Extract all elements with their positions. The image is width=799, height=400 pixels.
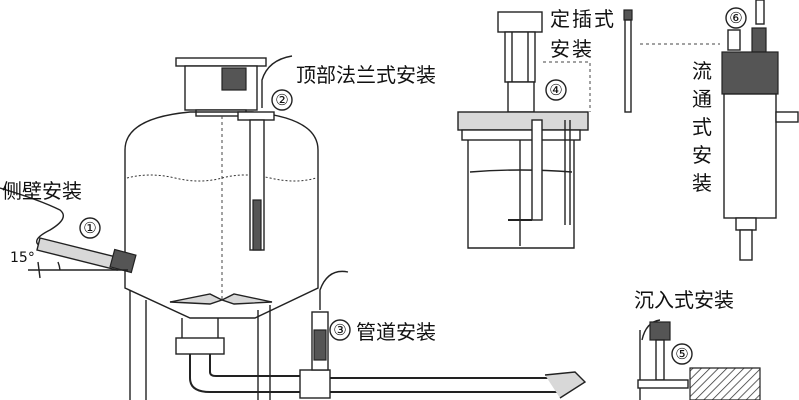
svg-text:定: 定	[550, 7, 570, 31]
top-flange-probe	[237, 55, 293, 251]
svg-text:插: 插	[572, 7, 592, 31]
svg-text:流: 流	[692, 59, 712, 83]
label-pipeline: 管道安装	[356, 320, 436, 344]
svg-text:装: 装	[692, 171, 712, 195]
svg-text:④: ④	[549, 81, 562, 99]
svg-text:式: 式	[692, 115, 712, 139]
marker-3: ③	[329, 319, 351, 341]
label-flow-through: 流 通 式 安 装	[692, 59, 712, 195]
svg-text:式: 式	[594, 7, 614, 31]
svg-text:⑥: ⑥	[729, 9, 742, 27]
svg-text:③: ③	[333, 321, 346, 339]
label-angle: 15°	[10, 250, 35, 266]
label-top-flange: 顶部法兰式安装	[296, 63, 436, 87]
label-side-wall: 侧壁安装	[2, 179, 82, 203]
marker-5: ⑤	[671, 343, 693, 365]
svg-text:通: 通	[692, 87, 712, 111]
svg-text:②: ②	[275, 91, 288, 109]
marker-6: ⑥	[725, 7, 747, 29]
label-immersion: 沉入式安装	[634, 288, 734, 312]
svg-text:①: ①	[83, 219, 96, 237]
marker-4: ④	[545, 79, 567, 101]
pipeline-probe	[311, 270, 349, 371]
svg-text:⑤: ⑤	[675, 345, 688, 363]
main-vessel	[124, 57, 319, 400]
marker-1: ①	[79, 217, 101, 239]
outlet-pipe	[189, 354, 587, 399]
insertion-reactor	[457, 11, 589, 249]
flow-through-cell	[721, 0, 799, 261]
immersion-probe	[637, 319, 761, 400]
svg-text:安: 安	[692, 143, 712, 167]
side-wall-probe	[0, 187, 137, 279]
svg-text:安: 安	[550, 37, 570, 61]
svg-text:装: 装	[572, 37, 592, 61]
standalone-insertion-probe	[623, 9, 633, 113]
marker-2: ②	[271, 89, 293, 111]
label-insertion: 定 插 式 安 装	[550, 7, 614, 61]
